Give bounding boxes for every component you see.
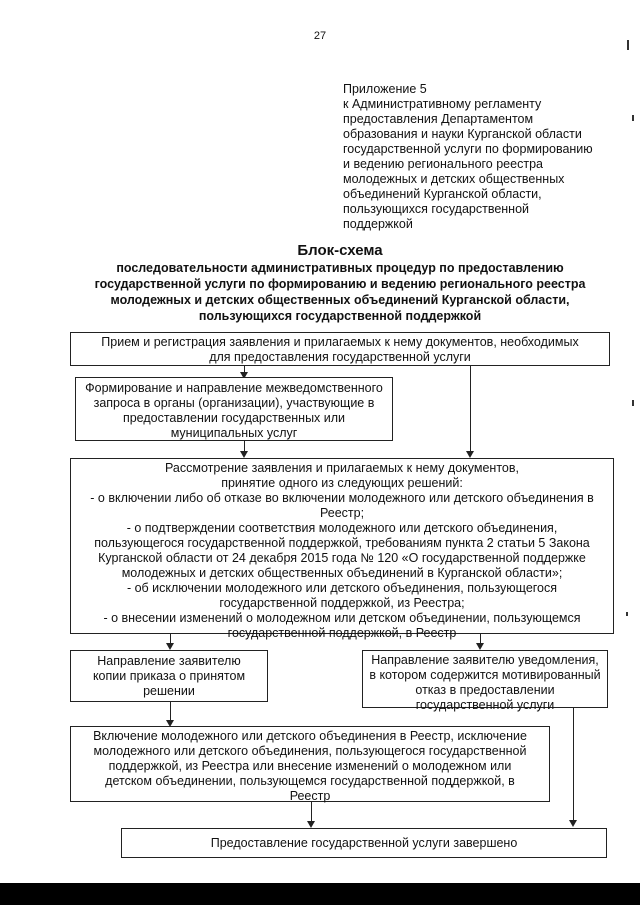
appendix-line: поддержкой: [343, 217, 413, 231]
box-line: - об исключении молодежного или детского…: [126, 581, 558, 595]
appendix-line: и ведению регионального реестра: [343, 157, 543, 171]
scan-edge-mark: [632, 115, 634, 121]
flow-box-interagency-request: Формирование и направление межведомствен…: [75, 377, 393, 441]
connector: [244, 441, 245, 453]
document-title: Блок-схема: [297, 242, 383, 259]
box-line: Включение молодежного или детского объед…: [93, 729, 527, 743]
scan-edge-mark: [632, 400, 634, 406]
arrow-down: [466, 451, 474, 458]
scan-edge-mark: [626, 612, 628, 616]
box-line: поддержкой, из Реестра или внесение изме…: [108, 759, 512, 773]
scan-edge-mark: [627, 40, 629, 50]
connector: [573, 708, 574, 820]
box-line: муниципальных услуг: [170, 426, 298, 440]
connector: [311, 802, 312, 821]
appendix-line: государственной услуги по формированию: [343, 142, 593, 156]
box-line: Прием и регистрация заявления и прилагае…: [101, 335, 579, 349]
box-line: Направление заявителю уведомления,: [371, 653, 599, 667]
appendix-line: молодежных и детских общественных: [343, 172, 565, 186]
arrow-down: [166, 720, 174, 727]
flow-box-review-decision: Рассмотрение заявления и прилагаемых к н…: [70, 458, 614, 640]
subtitle-line: молодежных и детских общественных объеди…: [110, 293, 570, 307]
appendix-line: Приложение 5: [343, 82, 427, 96]
appendix-line: предоставления Департаментом: [343, 112, 534, 126]
box-line: государственной услуги: [415, 698, 555, 712]
box-line: молодежных и детских общественных объеди…: [121, 566, 563, 580]
connector: [244, 366, 245, 375]
box-line: копии приказа о принятом: [92, 669, 246, 683]
box-line: для предоставления государственной услуг…: [209, 350, 471, 364]
box-line: пользующегося государственной поддержкой…: [94, 536, 590, 550]
flow-box-send-refusal: Направление заявителю уведомления, в кот…: [362, 650, 608, 712]
box-line: Направление заявителю: [97, 654, 241, 668]
connector: [480, 634, 481, 645]
box-line: Реестр;: [319, 506, 365, 520]
flow-box-send-order-copy: Направление заявителю копии приказа о пр…: [70, 650, 268, 702]
box-line: Реестр: [289, 789, 331, 803]
appendix-line: объединений Курганской области,: [343, 187, 542, 201]
box-line: принятие одного из следующих решений:: [221, 476, 463, 490]
flow-box-reception: Прием и регистрация заявления и прилагае…: [70, 332, 610, 366]
subtitle-line: государственной услуги по формированию и…: [94, 277, 586, 291]
box-line: молодежного или детского объединения, по…: [93, 744, 527, 758]
box-line: Курганской области от 24 декабря 2015 го…: [98, 551, 586, 565]
box-line: Предоставление государственной услуги за…: [210, 836, 518, 850]
box-line: в котором содержится мотивированный: [369, 668, 601, 682]
subtitle-line: пользующихся государственной поддержкой: [198, 309, 482, 323]
flow-box-service-completed: Предоставление государственной услуги за…: [121, 828, 607, 858]
arrow-down: [569, 820, 577, 827]
page-number: 27: [313, 30, 327, 42]
box-line: Рассмотрение заявления и прилагаемых к н…: [165, 461, 519, 475]
subtitle-line: последовательности административных проц…: [116, 261, 564, 275]
box-line: - о внесении изменений о молодежном или …: [103, 611, 581, 625]
connector: [470, 366, 471, 453]
box-line: предоставлении государственных или: [122, 411, 346, 425]
box-line: государственной поддержкой, из Реестра;: [219, 596, 465, 610]
box-line: детском объединении, пользующемся госуда…: [105, 774, 515, 788]
appendix-line: образования и науки Курганской области: [343, 127, 582, 141]
appendix-line: к Административному регламенту: [343, 97, 542, 111]
appendix-header: Приложение 5 к Административному регламе…: [343, 82, 613, 232]
arrow-down: [166, 643, 174, 650]
arrow-down: [240, 372, 248, 379]
arrow-down: [476, 643, 484, 650]
document-subtitle: последовательности административных проц…: [70, 260, 610, 324]
arrow-down: [240, 451, 248, 458]
scan-bottom-bar: [0, 883, 640, 905]
box-line: - о включении либо об отказе во включени…: [90, 491, 594, 505]
box-line: государственной поддержкой, в Реестр: [227, 626, 457, 640]
arrow-down: [307, 821, 315, 828]
box-line: запроса в органы (организации), участвую…: [93, 396, 375, 410]
box-line: отказ в предоставлении: [415, 683, 555, 697]
connector: [170, 702, 171, 722]
box-line: Формирование и направление межведомствен…: [85, 381, 383, 395]
appendix-line: пользующихся государственной: [343, 202, 530, 216]
box-line: - о подтверждении соответствия молодежно…: [126, 521, 558, 535]
flow-box-registry-update: Включение молодежного или детского объед…: [70, 726, 550, 803]
connector: [170, 634, 171, 645]
box-line: решении: [143, 684, 195, 698]
